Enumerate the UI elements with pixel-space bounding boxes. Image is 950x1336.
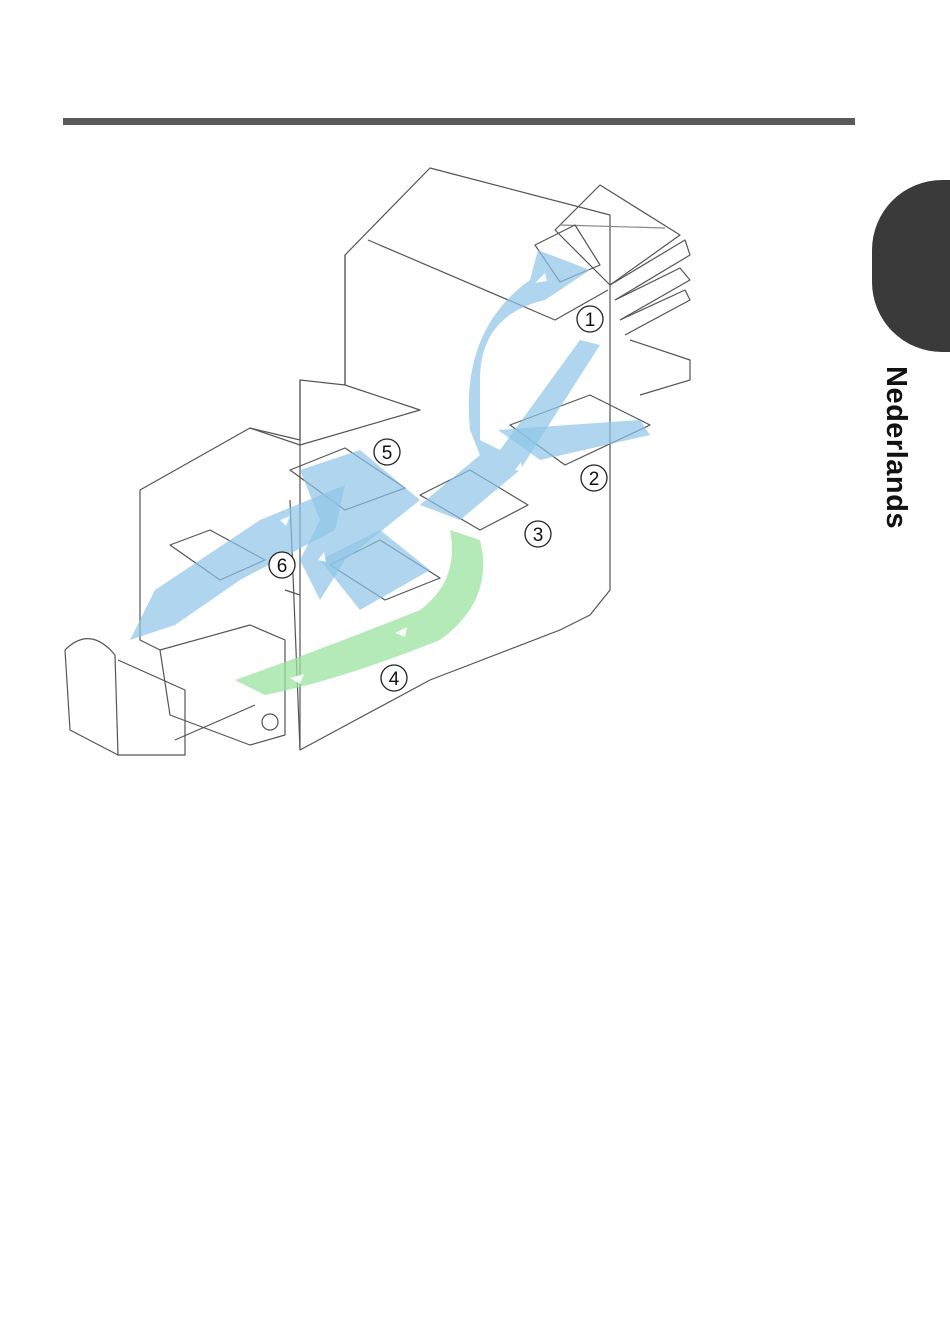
- svg-text:1: 1: [585, 310, 596, 331]
- callout-4: 4: [381, 665, 407, 691]
- svg-text:6: 6: [277, 556, 288, 577]
- callout-2: 2: [581, 465, 607, 491]
- callout-3: 3: [525, 521, 551, 547]
- svg-text:4: 4: [389, 669, 400, 690]
- callout-5: 5: [374, 439, 400, 465]
- svg-text:5: 5: [382, 443, 393, 464]
- svg-text:3: 3: [533, 525, 544, 546]
- callout-6: 6: [269, 552, 295, 578]
- callout-1: 1: [577, 306, 603, 332]
- svg-text:2: 2: [589, 469, 600, 490]
